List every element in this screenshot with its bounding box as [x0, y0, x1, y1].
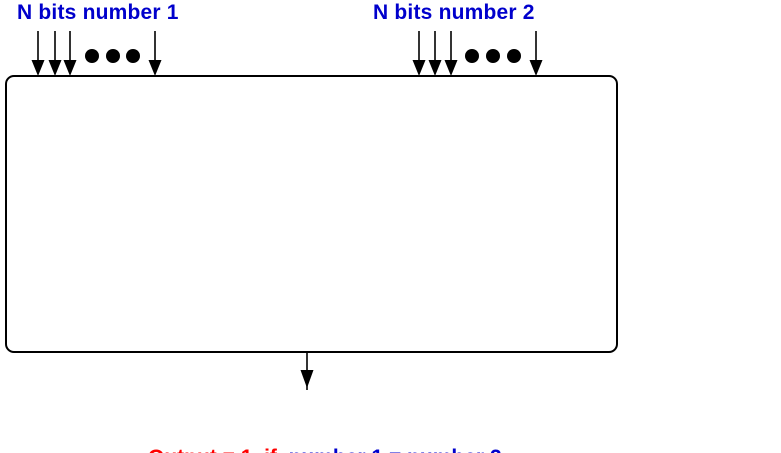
input-arrow-head-5: [412, 60, 426, 76]
ellipsis-dot-6: [507, 49, 521, 63]
ellipsis-dot-5: [486, 49, 500, 63]
comparator-block: [5, 75, 618, 353]
output-arrow-head: [300, 370, 314, 388]
ellipsis-dot-4: [465, 49, 479, 63]
result-line-1-condition: Output = 1 if: [148, 446, 289, 453]
input-arrow-head-2: [48, 60, 62, 76]
input-arrow-head-3: [63, 60, 77, 76]
input-arrow-head-4: [148, 60, 162, 76]
result-line-1-expression: number 1 = number 2: [289, 446, 502, 453]
ellipsis-dot-1: [85, 49, 99, 63]
input-arrow-head-8: [529, 60, 543, 76]
ellipsis-dot-2: [106, 49, 120, 63]
input-label-number-2: N bits number 2: [373, 1, 535, 24]
result-line-1: Output = 1 if number 1 = number 2: [148, 445, 502, 453]
input-arrow-head-1: [31, 60, 45, 76]
input-arrow-head-6: [428, 60, 442, 76]
input-label-number-1: N bits number 1: [17, 1, 179, 24]
output-result-text: Output = 1 if number 1 = number 2 Output…: [148, 393, 502, 453]
ellipsis-dot-3: [126, 49, 140, 63]
input-arrow-head-7: [444, 60, 458, 76]
